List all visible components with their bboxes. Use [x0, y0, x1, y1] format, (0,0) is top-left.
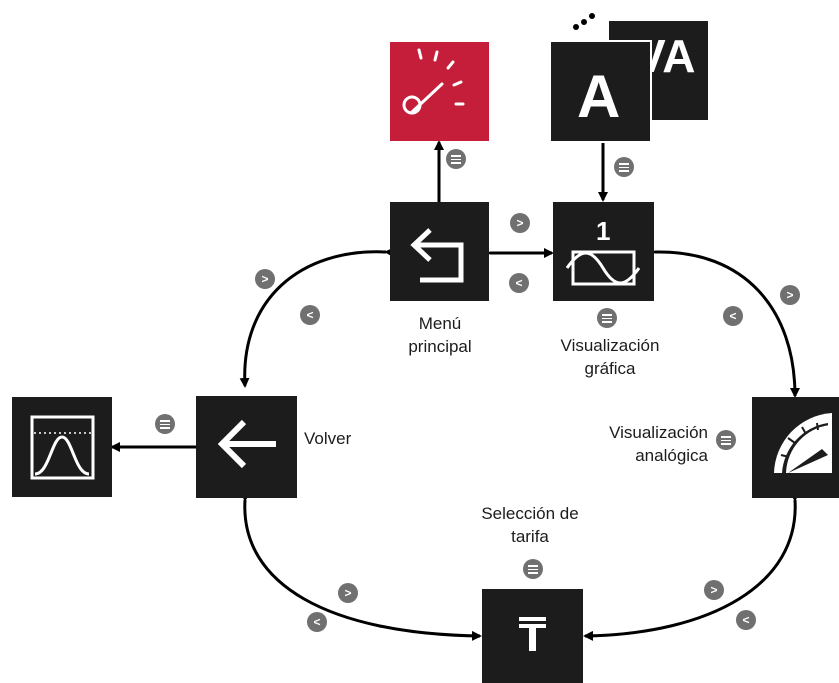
prev-button-left-top[interactable]: <	[300, 305, 320, 325]
arrow-graph-analog	[646, 247, 800, 398]
units-a-tile[interactable]: A	[549, 40, 652, 143]
arrow-volver-tarifa	[240, 491, 482, 641]
back-label: Volver	[304, 429, 352, 448]
menu-button-graph[interactable]	[597, 308, 617, 328]
arrow-menu-volver	[239, 247, 395, 388]
tariff-tile[interactable]	[482, 589, 583, 683]
graph-view-tile[interactable]: 1	[553, 202, 654, 301]
return-arrow-icon	[410, 228, 464, 283]
main-menu-label: Menú principal	[408, 314, 472, 356]
next-button-left-top[interactable]: >	[255, 269, 275, 289]
main-menu-tile[interactable]	[390, 202, 489, 301]
units-a-text: A	[577, 63, 621, 130]
sine-wave-icon	[565, 250, 641, 286]
prev-button-menu-graph[interactable]: <	[509, 273, 529, 293]
prev-button-right-top[interactable]: <	[723, 306, 743, 326]
gauge-needle-icon	[402, 48, 465, 115]
next-button-menu-graph[interactable]: >	[510, 213, 530, 233]
menu-button-units[interactable]	[614, 157, 634, 177]
tariff-icon	[519, 617, 546, 651]
back-tile[interactable]	[196, 396, 297, 498]
next-button-right-top[interactable]: >	[780, 285, 800, 305]
menu-button-analog[interactable]	[716, 430, 736, 450]
analog-view-label: Visualización analógica	[609, 423, 708, 465]
prev-button-right-bottom[interactable]: <	[736, 610, 756, 630]
alarm-tile[interactable]	[390, 42, 489, 141]
prev-button-left-bottom[interactable]: <	[307, 612, 327, 632]
menu-button-volver[interactable]	[155, 414, 175, 434]
page-number-text: 1	[596, 216, 611, 246]
arrow-analog-tarifa	[583, 491, 800, 641]
bell-curve-icon	[30, 415, 95, 480]
graph-view-label: Visualización gráfica	[560, 336, 660, 378]
scroll-dots-icon	[573, 13, 595, 30]
tariff-label: Selección de tarifa	[481, 504, 579, 546]
menu-button-tariff[interactable]	[523, 559, 543, 579]
next-button-right-bottom[interactable]: >	[704, 580, 724, 600]
peak-curve-tile[interactable]	[12, 397, 112, 497]
next-button-left-bottom[interactable]: >	[338, 583, 358, 603]
analog-view-tile[interactable]	[752, 397, 839, 498]
left-arrow-icon	[217, 419, 276, 469]
menu-button-alarm[interactable]	[446, 149, 466, 169]
analog-gauge-icon	[774, 413, 832, 473]
